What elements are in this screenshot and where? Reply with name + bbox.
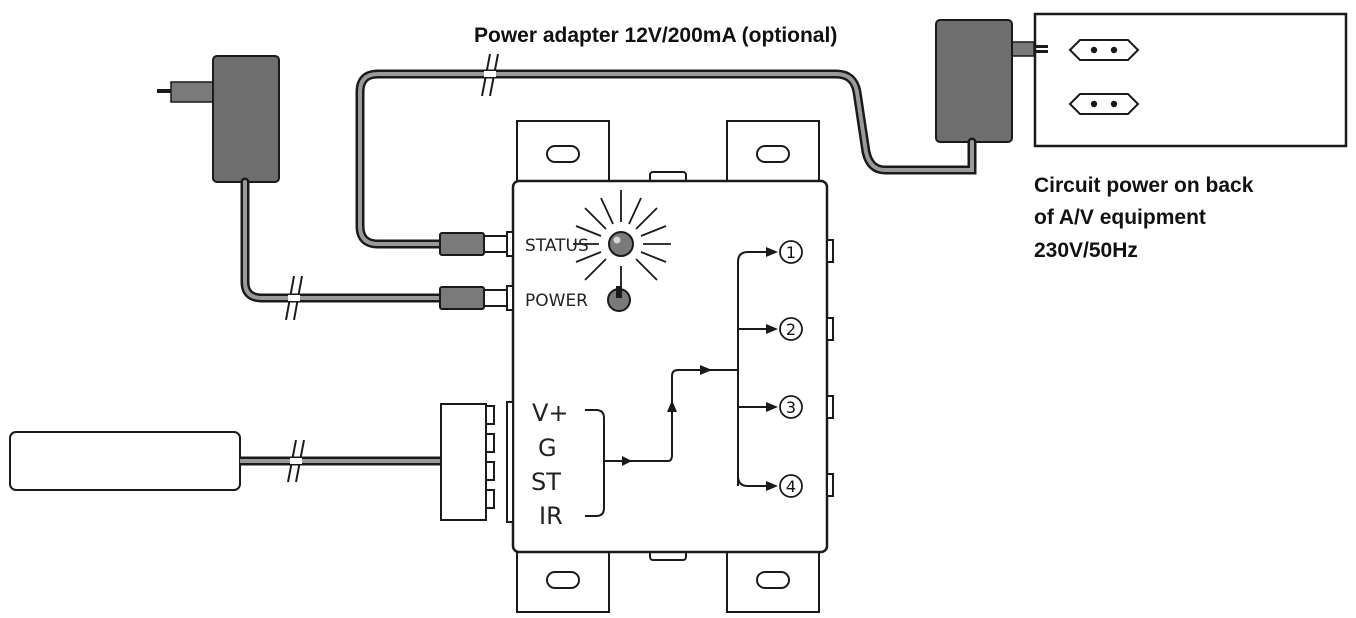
cable-break-mark xyxy=(287,439,305,483)
mounting-ear-top-left xyxy=(516,120,610,184)
circuit-caption-line-1: Circuit power on back xyxy=(1034,174,1254,197)
output-marker-2: 2 xyxy=(779,317,803,341)
output-number-4: 4 xyxy=(786,477,796,496)
signal-arrowheads xyxy=(622,247,778,491)
circuit-caption-line-3: 230V/50Hz xyxy=(1034,239,1138,262)
pin-label-g: G xyxy=(538,434,557,462)
output-marker-1: 1 xyxy=(779,240,803,264)
mounting-ear-bottom-left xyxy=(516,549,610,613)
output-marker-3: 3 xyxy=(779,395,803,419)
pin-label-ir: IR xyxy=(539,502,563,530)
optional-power-adapter xyxy=(935,19,1048,143)
main-power-adapter xyxy=(157,55,280,183)
terminal-block xyxy=(440,403,495,521)
cable-break-mark xyxy=(285,275,303,321)
socket-outlet-top xyxy=(1068,39,1140,61)
circuit-caption-line-2: of A/V equipment xyxy=(1034,206,1206,229)
ir-receiver xyxy=(9,431,440,491)
status-label: STATUS xyxy=(525,236,589,256)
socket-outlet-bottom xyxy=(1068,93,1140,115)
adapter-caption: Power adapter 12V/200mA (optional) xyxy=(474,24,837,47)
wall-socket-panel xyxy=(1033,12,1348,148)
mounting-ear-top-right xyxy=(726,120,820,184)
adapter-cable-power xyxy=(240,177,509,321)
led-glow-rays xyxy=(573,190,671,294)
power-label: POWER xyxy=(525,291,588,311)
pin-label-st: ST xyxy=(531,468,561,496)
output-marker-4: 4 xyxy=(779,474,803,498)
output-number-1: 1 xyxy=(786,243,796,262)
output-number-3: 3 xyxy=(786,398,796,417)
output-number-2: 2 xyxy=(786,320,796,339)
mounting-ear-bottom-right xyxy=(726,549,820,613)
status-led xyxy=(573,190,671,294)
pin-label-v-plus: V+ xyxy=(532,399,569,427)
power-led xyxy=(607,286,631,312)
cable-break-mark xyxy=(481,53,499,97)
adapter-cable-status xyxy=(355,53,977,256)
